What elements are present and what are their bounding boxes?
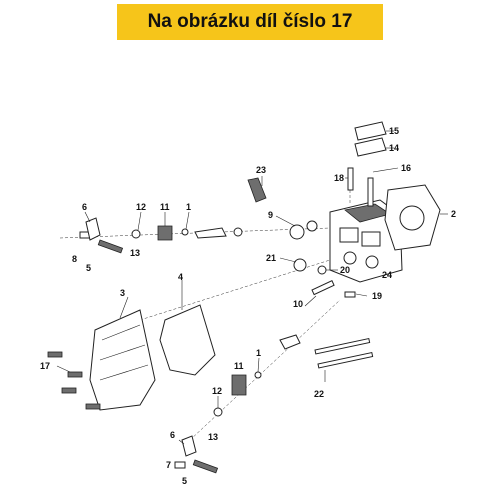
stud-16 [367, 177, 374, 207]
label-16: 16 [401, 163, 411, 173]
label-8: 7 [166, 460, 171, 470]
valve-lower [279, 334, 301, 350]
label-9: 9 [268, 210, 273, 220]
retainer-12 [131, 229, 141, 239]
assembly-line-lower [189, 299, 341, 441]
label-12: 12 [136, 202, 146, 212]
keeper-1-lower [254, 371, 262, 379]
label-12-lower: 12 [212, 386, 222, 396]
keeper-1 [181, 228, 189, 236]
title-banner: Na obrázku díl číslo 17 [117, 4, 383, 40]
label-7: 8 [72, 254, 77, 264]
label-18: 18 [334, 173, 344, 183]
seal-9b [306, 220, 318, 232]
nut-20 [317, 265, 327, 275]
label-6-lower: 6 [170, 430, 175, 440]
leader-lines [56, 130, 448, 445]
gasket-bore [399, 205, 425, 231]
shaft-5-lower [192, 459, 219, 474]
label-19: 19 [372, 291, 382, 301]
label-14: 14 [389, 143, 399, 153]
label-1-lower: 1 [256, 348, 261, 358]
spring-11-lower [231, 374, 247, 396]
label-4: 4 [178, 272, 183, 282]
label-5: 5 [86, 263, 91, 273]
label-11-lower: 11 [234, 361, 244, 371]
stud-18 [347, 167, 354, 191]
bolt-8 [174, 461, 186, 469]
gasket-14 [354, 137, 387, 157]
label-5-lower: 5 [182, 476, 187, 486]
label-3: 3 [120, 288, 125, 298]
label-17: 17 [40, 361, 50, 371]
spring-11 [157, 225, 173, 241]
gasket-15 [354, 121, 387, 141]
spark-plug [247, 177, 267, 203]
label-15: 15 [389, 126, 399, 136]
label-24: 24 [382, 270, 392, 280]
valve-cover [89, 309, 156, 411]
shaft-5 [97, 239, 124, 254]
bolt-10 [311, 280, 335, 296]
stud-22b [317, 351, 374, 369]
label-13-lower: 13 [208, 432, 218, 442]
label-11: 11 [160, 202, 170, 212]
page-title: Na obrázku díl číslo 17 [147, 11, 353, 32]
bolts-17 [47, 351, 101, 410]
label-10: 10 [293, 299, 303, 309]
label-21: 21 [266, 253, 276, 263]
valve-upper [194, 227, 227, 239]
label-13: 13 [130, 248, 140, 258]
label-6: 6 [82, 202, 87, 212]
seal-9 [289, 224, 305, 240]
rocker-6 [85, 217, 101, 241]
pin-19 [344, 291, 356, 298]
rocker-6-lower [181, 435, 197, 457]
label-1: 1 [186, 202, 191, 212]
label-20: 20 [340, 265, 350, 275]
seal-21 [293, 258, 307, 272]
label-2: 2 [451, 209, 456, 219]
label-23: 23 [256, 165, 266, 175]
label-22: 22 [314, 389, 324, 399]
retainer-12-lower [213, 407, 223, 417]
stud-22a [314, 337, 371, 355]
ring-upper [233, 227, 243, 237]
gasket-cover [159, 304, 216, 376]
